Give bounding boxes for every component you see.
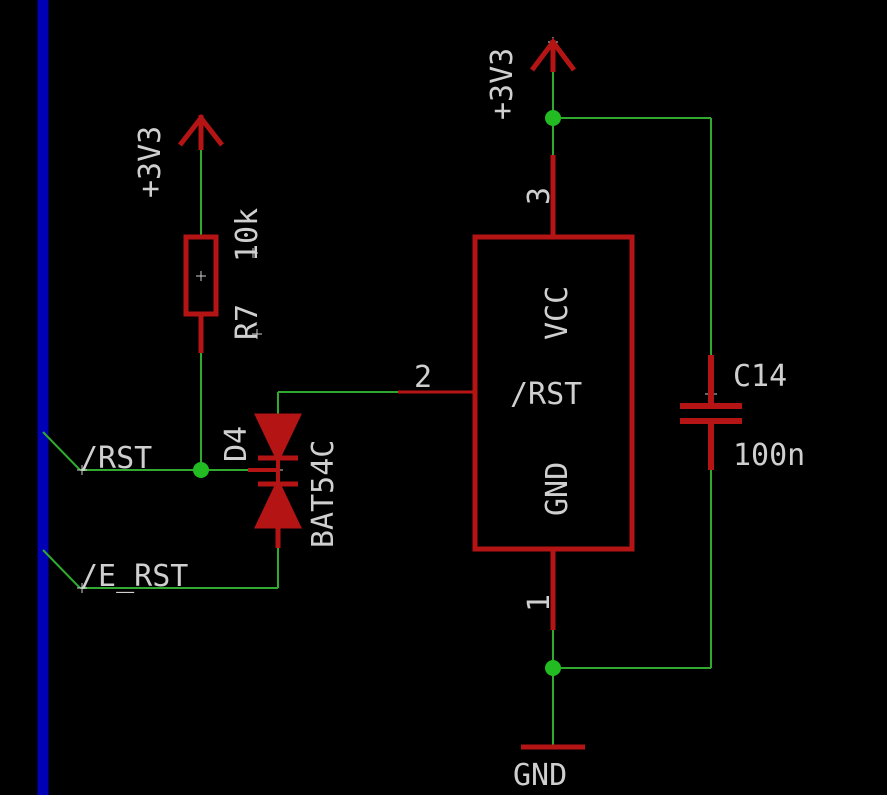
resistor-value: 10k (230, 208, 265, 262)
junction-rst (193, 462, 209, 478)
wires (80, 70, 712, 745)
net-label-rst[interactable]: /RST (80, 441, 152, 476)
resistor-r7[interactable] (183, 234, 219, 353)
junction-vcc (545, 110, 561, 126)
capacitor-c14[interactable] (680, 355, 742, 470)
pin-2-label: 2 (414, 360, 432, 395)
diode-name: D4 (219, 426, 254, 462)
cap-value: 100n (733, 438, 805, 473)
ground-label: GND (513, 758, 567, 793)
net-label-e-rst[interactable]: /E_RST (80, 559, 188, 594)
junction-gnd (545, 660, 561, 676)
ic-reset-supervisor[interactable] (398, 155, 635, 630)
supply-3v3-right[interactable] (530, 37, 576, 72)
supply-label-left: +3V3 (133, 126, 168, 198)
ic-gnd-label: GND (540, 462, 575, 516)
bus-entries (42, 431, 81, 589)
supply-label-right: +3V3 (485, 48, 520, 120)
diode-d4[interactable] (248, 413, 302, 548)
ic-rst-label: /RST (510, 377, 582, 412)
ic-vcc-label: VCC (540, 286, 575, 340)
cap-name: C14 (733, 359, 787, 394)
supply-3v3-left[interactable] (178, 113, 224, 150)
junctions (193, 110, 561, 676)
resistor-name: R7 (230, 304, 265, 340)
pin-1-label: 1 (522, 594, 557, 612)
pin-3-label: 3 (522, 187, 557, 205)
diode-part: BAT54C (306, 440, 341, 548)
